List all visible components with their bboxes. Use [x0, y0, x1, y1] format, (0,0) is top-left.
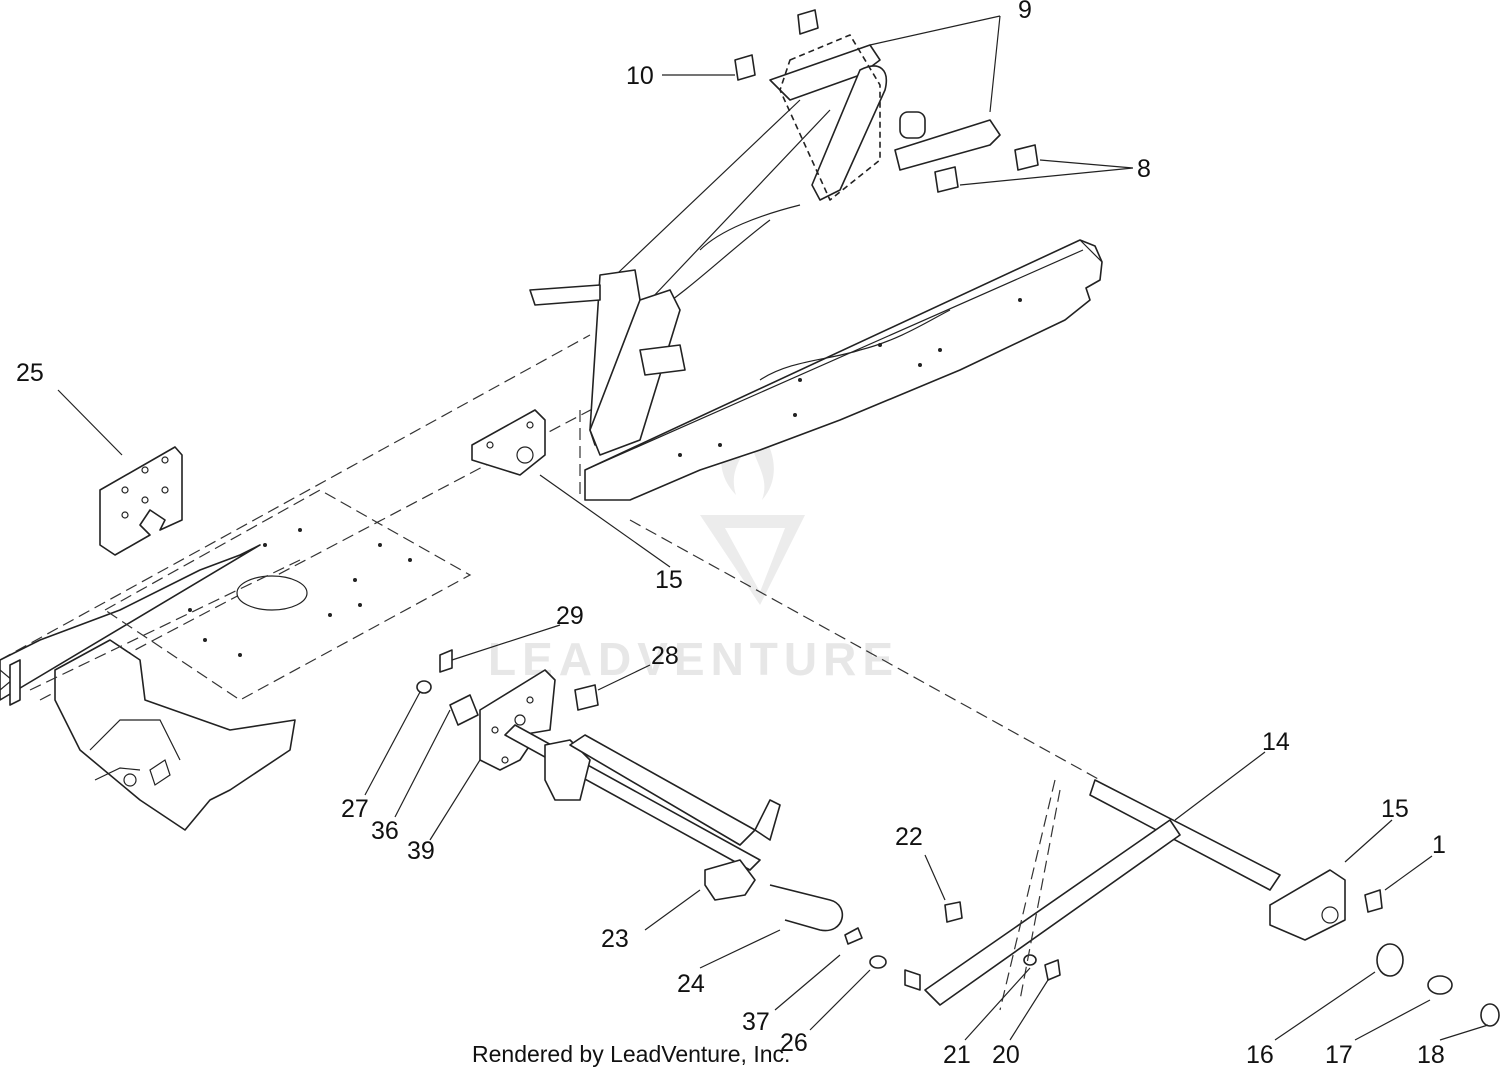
- callout-27: 27: [341, 795, 369, 823]
- frame-mounting-plate: [103, 489, 472, 701]
- callout-8: 8: [1137, 155, 1151, 183]
- watermark-text: LEADVENTURE: [488, 633, 899, 685]
- callout-20: 20: [992, 1041, 1020, 1069]
- callout-10: 10: [626, 62, 654, 90]
- callout-25: 25: [16, 359, 44, 387]
- callout-21: 21: [943, 1041, 971, 1069]
- lower-left-linkage: [416, 649, 887, 969]
- callout-26: 26: [780, 1029, 808, 1057]
- callout-18: 18: [1417, 1041, 1445, 1069]
- frame-rail-right: [584, 239, 1103, 501]
- lower-right-linkage: [904, 779, 1500, 1027]
- callout-23: 23: [601, 925, 629, 953]
- callout-39: 39: [407, 837, 435, 865]
- render-credit: Rendered by LeadVenture, Inc.: [472, 1041, 790, 1067]
- front-bracket: [29, 559, 301, 831]
- callout-9: 9: [1018, 0, 1032, 24]
- plate-25: [99, 446, 183, 556]
- callout-15-lower: 15: [1381, 795, 1409, 823]
- callout-37: 37: [742, 1008, 770, 1036]
- callout-36: 36: [371, 817, 399, 845]
- callout-22: 22: [895, 823, 923, 851]
- callout-29: 29: [556, 602, 584, 630]
- callout-1: 1: [1432, 831, 1446, 859]
- callout-17: 17: [1325, 1041, 1353, 1069]
- upper-linkage-assembly: [529, 9, 1039, 500]
- callout-16: 16: [1246, 1041, 1274, 1069]
- callout-14: 14: [1262, 728, 1290, 756]
- callout-15-upper: 15: [655, 566, 683, 594]
- leader-lines: [57, 15, 1489, 1041]
- callout-28: 28: [651, 642, 679, 670]
- plate-15-upper: [471, 409, 546, 476]
- callout-labels: 9 10 8 25 15 29 28 27 36 39 14 15 1 22 2…: [16, 0, 1446, 1069]
- callout-24: 24: [677, 970, 705, 998]
